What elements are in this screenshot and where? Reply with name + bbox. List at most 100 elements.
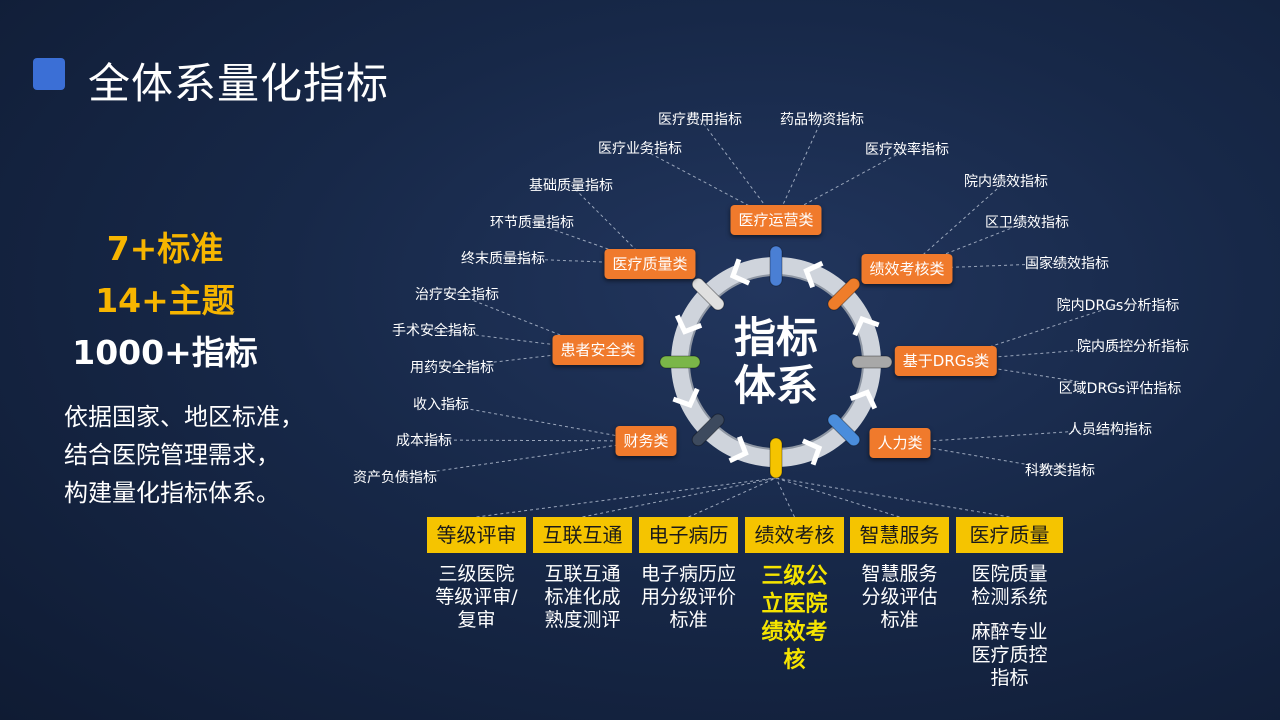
leader-line xyxy=(775,118,823,221)
leader-line xyxy=(440,403,647,442)
cycle-arrow-icon xyxy=(729,258,751,286)
indicator-label: 治疗安全指标 xyxy=(415,287,499,303)
description-line: 用分级评价 xyxy=(640,586,736,608)
ring-band xyxy=(827,413,861,447)
cycle-arrow-icon xyxy=(803,260,824,289)
category-box[interactable]: 医疗运营类 xyxy=(730,205,822,235)
ring-band xyxy=(769,437,783,479)
leader-line xyxy=(394,440,647,478)
description-line: 三级医院 xyxy=(438,563,515,585)
cycle-arrow-icon xyxy=(852,315,880,337)
indicator-label: 院内DRGs分析指标 xyxy=(1056,298,1180,314)
description-line: 熟度测评 xyxy=(544,609,621,631)
description-line: 标准 xyxy=(880,609,919,631)
category-box[interactable]: 医疗质量类 xyxy=(604,249,696,279)
standard-tag[interactable]: 等级评审 xyxy=(427,517,526,553)
description: 依据国家、地区标准， 结合医院管理需求， 构建量化指标体系。 xyxy=(64,398,304,512)
standard-description: 电子病历应用分级评价标准 xyxy=(635,563,742,632)
leader-line xyxy=(423,439,647,442)
standard-description: 互联互通标准化成熟度测评 xyxy=(529,563,636,632)
center-line-1: 指标 xyxy=(733,313,819,362)
category-box[interactable]: 财务类 xyxy=(615,426,677,456)
description-line: 等级评审/ xyxy=(435,586,518,608)
category-box[interactable]: 绩效考核类 xyxy=(861,254,953,284)
description-line: 标准化成 xyxy=(544,586,621,608)
leader-line xyxy=(582,477,777,518)
cycle-arrow-icon xyxy=(849,389,878,410)
leader-line xyxy=(899,428,1111,444)
indicator-label: 医疗费用指标 xyxy=(658,112,742,128)
description-line: 分级评估 xyxy=(861,586,938,608)
standard-description: 智慧服务分级评估标准 xyxy=(846,563,953,632)
description-line: 依据国家、地区标准， xyxy=(64,403,304,431)
indicator-label: 人员结构指标 xyxy=(1068,422,1152,438)
ring-band xyxy=(827,277,861,311)
center-label: 指标 体系 xyxy=(734,314,818,410)
indicator-label: 院内绩效指标 xyxy=(964,174,1048,190)
standard-description: 医院质量检测系统麻醉专业医疗质控指标 xyxy=(952,563,1067,690)
cycle-arrow-icon xyxy=(728,435,749,464)
description-line: 绩效考 xyxy=(761,620,828,645)
indicator-label: 科教类指标 xyxy=(1025,463,1095,479)
standard-tag[interactable]: 互联互通 xyxy=(533,517,632,553)
description-line: 核 xyxy=(783,648,806,673)
cycle-arrow-icon xyxy=(672,387,700,409)
standard-tag[interactable]: 绩效考核 xyxy=(745,517,844,553)
stat-indicators: 1000+指标 xyxy=(72,333,258,372)
standard-tag[interactable]: 医疗质量 xyxy=(956,517,1063,553)
leader-line xyxy=(775,477,795,518)
title-square-icon xyxy=(33,58,65,90)
description-line: 指标 xyxy=(990,667,1029,689)
page-title: 全体系量化指标 xyxy=(88,59,390,108)
description-line: 标准 xyxy=(669,609,708,631)
standard-description: 三级医院等级评审/复审 xyxy=(423,563,530,632)
leader-line xyxy=(476,477,777,518)
indicator-label: 手术安全指标 xyxy=(392,323,476,339)
category-box[interactable]: 人力类 xyxy=(869,428,931,458)
center-line-2: 体系 xyxy=(733,361,819,410)
description-line: 结合医院管理需求， xyxy=(64,441,280,469)
description-line: 医院质量 xyxy=(971,563,1048,585)
description-line: 麻醉专业 xyxy=(971,621,1048,643)
description-line: 复审 xyxy=(457,609,496,631)
standard-description: 三级公立医院绩效考核 xyxy=(741,563,848,675)
ring-band xyxy=(769,245,783,287)
description-line: 智慧服务 xyxy=(861,563,938,585)
cycle-arrow-icon xyxy=(674,314,703,335)
leader-line xyxy=(570,184,651,265)
description-line: 检测系统 xyxy=(971,586,1048,608)
stat-standards: 7+标准 xyxy=(106,229,224,268)
indicator-label: 终末质量指标 xyxy=(461,251,545,267)
ring-band xyxy=(851,355,893,369)
ring-band xyxy=(659,355,701,369)
ring-band xyxy=(691,277,725,311)
cycle-ring xyxy=(659,245,893,479)
indicator-label: 成本指标 xyxy=(396,433,452,449)
standard-tag[interactable]: 智慧服务 xyxy=(850,517,949,553)
spacer xyxy=(952,609,1067,621)
indicator-label: 环节质量指标 xyxy=(490,215,574,231)
indicator-label: 医疗业务指标 xyxy=(598,141,682,157)
category-box[interactable]: 患者安全类 xyxy=(552,335,644,365)
description-line: 立医院 xyxy=(761,592,828,617)
description-line: 构建量化指标体系。 xyxy=(64,479,280,507)
indicator-label: 药品物资指标 xyxy=(780,112,864,128)
leader-line xyxy=(688,477,777,518)
indicator-label: 用药安全指标 xyxy=(410,360,494,376)
description-line: 电子病历应 xyxy=(640,563,736,585)
leader-line xyxy=(775,148,908,221)
stat-themes: 14+主题 xyxy=(95,281,235,320)
category-box[interactable]: 基于DRGs类 xyxy=(894,346,998,376)
indicator-label: 区卫绩效指标 xyxy=(985,215,1069,231)
ring-band xyxy=(691,413,725,447)
description-line: 互联互通 xyxy=(544,563,621,585)
description-line: 医疗质控 xyxy=(971,644,1048,666)
leader-line xyxy=(775,477,900,518)
cycle-arrow-icon xyxy=(801,438,823,466)
standard-tag[interactable]: 电子病历 xyxy=(639,517,738,553)
indicator-label: 国家绩效指标 xyxy=(1025,256,1109,272)
description-line: 三级公 xyxy=(761,564,828,589)
indicator-label: 资产负债指标 xyxy=(353,470,437,486)
indicator-label: 院内质控分析指标 xyxy=(1077,339,1189,355)
